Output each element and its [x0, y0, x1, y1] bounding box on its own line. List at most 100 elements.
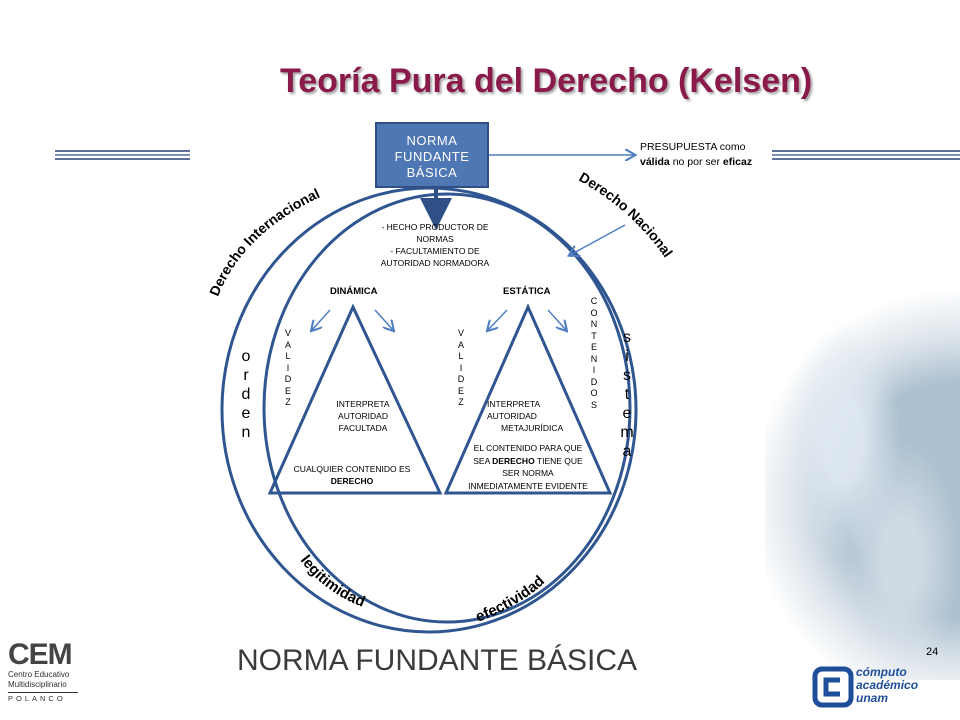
letter: D	[457, 374, 465, 384]
letter: n	[241, 424, 251, 441]
presupuesta-note: PRESUPUESTA como válida no por ser efica…	[640, 140, 752, 170]
letter: e	[622, 405, 632, 422]
nacional-arrow	[570, 224, 626, 255]
text-line: AUTORIDAD	[338, 411, 388, 421]
text-line: CUALQUIER CONTENIDO ES	[293, 464, 411, 474]
dinamica-interpreta: INTERPRETA AUTORIDAD FACULTADA	[318, 398, 408, 434]
text-span: SEA	[473, 455, 493, 466]
presupuesta-eficaz: eficaz	[722, 156, 753, 168]
cem-logo-line2: Multidisciplinario	[8, 680, 67, 689]
header-rule-left	[55, 150, 190, 160]
letter: S	[590, 399, 597, 410]
estatica-arrow-right	[547, 309, 566, 330]
estatica-validez: V A L I D E Z	[456, 328, 466, 409]
text-line: METAJURÍDICA	[501, 423, 564, 433]
letter: a	[622, 443, 632, 460]
text-line: AUTORIDAD	[487, 411, 537, 421]
letter: m	[620, 424, 634, 441]
letter: i	[625, 348, 629, 365]
letter: O	[590, 307, 598, 318]
text-line: DERECHO	[330, 476, 374, 486]
letter: C	[590, 296, 598, 306]
letter: Z	[285, 397, 291, 407]
dinamica-triangle	[267, 303, 443, 495]
logo-line: cómputo	[856, 665, 907, 679]
footer-title: NORMA FUNDANTE BÁSICA	[237, 644, 638, 677]
computo-logo-text: cómputo académico unam	[856, 666, 918, 705]
slide-title: Teoría Pura del Derecho (Kelsen)	[280, 62, 813, 100]
estatica-interpreta: INTERPRETA AUTORIDAD METAJURÍDICA	[487, 398, 577, 434]
dinamica-heading: DINÁMICA	[330, 286, 378, 297]
page-number: 24	[926, 646, 939, 658]
presupuesta-mid: no por ser	[669, 156, 723, 168]
text-line: EL CONTENIDO PARA QUE	[473, 443, 583, 453]
text-line: INMEDIATAMENTE EVIDENTE	[468, 480, 588, 491]
letter: L	[458, 351, 464, 361]
text-line: SER NORMA	[502, 468, 554, 478]
dinamica-validez: V A L I D E Z	[283, 328, 293, 409]
letter: I	[592, 365, 596, 375]
letter: E	[590, 342, 597, 352]
derecho-nacional-label: Derecho Nacional	[577, 169, 677, 260]
norma-fundante-box: NORMA FUNDANTE BÁSICA	[375, 122, 489, 188]
presupuesta-line1: PRESUPUESTA como	[640, 141, 746, 153]
cem-logo: CEM Centro Educativo Multidisciplinario …	[8, 640, 88, 718]
hecho-line: AUTORIDAD NORMADORA	[380, 258, 490, 268]
svg-text:Derecho Internacional: Derecho Internacional	[206, 185, 322, 298]
letter: r	[243, 367, 249, 384]
estatica-contenido: EL CONTENIDO PARA QUE SEA DERECHO TIENE …	[452, 442, 604, 492]
header-rule-right	[772, 150, 960, 160]
logo-line: académico	[856, 678, 919, 692]
letter: N	[590, 353, 598, 364]
letter: N	[590, 319, 598, 329]
letter: E	[457, 385, 464, 396]
letter: s	[623, 367, 631, 384]
estatica-triangle	[443, 303, 613, 495]
hecho-block: - HECHO PRODUCTOR DE NORMAS - FACULTAMIE…	[360, 221, 510, 269]
cem-logo-line3: POLANCO	[8, 692, 78, 703]
letter: A	[457, 339, 464, 350]
sistema-label: s i s t e m a	[620, 328, 634, 461]
globe-image	[765, 280, 960, 680]
letter: V	[457, 328, 464, 338]
letter: t	[624, 386, 630, 403]
svg-text:Derecho Nacional: Derecho Nacional	[577, 169, 677, 260]
dinamica-arrow-right	[374, 309, 393, 330]
legitimidad-label: legitimidad	[297, 552, 368, 611]
derecho-internacional-label: Derecho Internacional	[206, 185, 322, 298]
text-line: INTERPRETA	[487, 399, 541, 409]
letter: O	[590, 388, 598, 398]
letter: E	[284, 385, 291, 396]
cem-logo-line1: Centro Educativo	[8, 670, 70, 679]
letter: D	[590, 376, 598, 387]
estatica-heading: ESTÁTICA	[503, 286, 551, 297]
logo-line: unam	[856, 691, 889, 705]
hecho-line: - HECHO PRODUCTOR DE	[381, 222, 489, 232]
letter: d	[241, 386, 251, 403]
text-line: INTERPRETA	[336, 399, 390, 409]
letter: V	[284, 328, 291, 338]
letter: s	[623, 329, 631, 346]
letter: e	[241, 405, 251, 422]
letter: T	[591, 330, 597, 341]
presupuesta-line2: válida no por ser eficaz	[640, 155, 752, 170]
estatica-contenidos: C O N T E N I D O S	[589, 296, 599, 411]
presupuesta-valida: válida	[640, 156, 670, 168]
svg-text:legitimidad: legitimidad	[297, 552, 368, 611]
orden-label: o r d e n	[239, 347, 253, 442]
text-span: DERECHO	[492, 455, 535, 466]
letter: A	[284, 339, 291, 350]
outer-ellipse	[220, 186, 638, 634]
letter: Z	[458, 397, 464, 407]
cem-logo-mark: CEM	[8, 638, 73, 671]
letter: D	[284, 374, 292, 384]
letter: I	[286, 362, 290, 373]
computo-logo-icon	[812, 666, 854, 708]
letter: o	[241, 348, 251, 365]
computo-academico-logo: cómputo académico unam	[812, 664, 960, 712]
text-line: SEA DERECHO TIENE QUE	[452, 455, 604, 468]
hecho-line: NORMAS	[416, 234, 454, 244]
dinamica-contenido: CUALQUIER CONTENIDO ES DERECHO	[282, 463, 422, 487]
estatica-arrow-left	[488, 309, 508, 330]
